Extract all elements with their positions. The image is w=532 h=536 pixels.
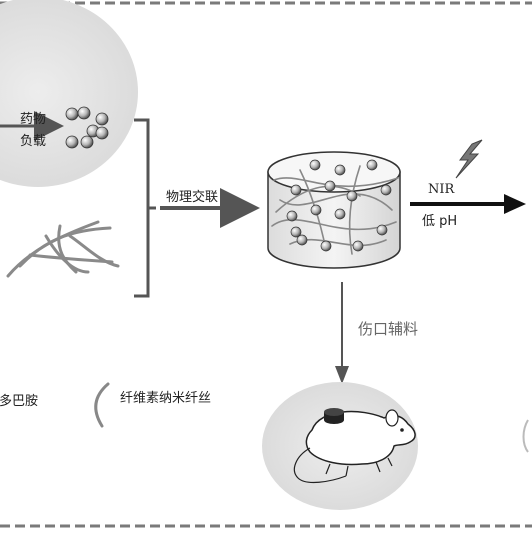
drug-loading-blob — [0, 0, 138, 187]
cellulose-legend-fiber-icon — [94, 382, 110, 428]
drug-loading-label-line2: 负载 — [20, 134, 47, 149]
cellulose-legend-label: 纤维素纳米纤丝 — [120, 391, 212, 406]
nir-label: NIR — [428, 182, 455, 197]
wound-dressing-label: 伤口辅料 — [358, 320, 419, 338]
low-ph-label: 低 pH — [422, 214, 458, 229]
drug-particles — [65, 106, 109, 149]
mouse-illustration — [293, 408, 416, 484]
release-arrow-head — [504, 194, 526, 214]
dressing-arrow-head — [335, 366, 349, 384]
hydrogel-cylinder — [267, 151, 401, 269]
physical-crosslink-label: 物理交联 — [166, 190, 219, 205]
nanofiber-tangle — [6, 220, 120, 278]
polydopamine-legend-label: 聚多巴胺 — [0, 394, 39, 409]
merge-bracket — [134, 118, 150, 298]
lightning-icon — [455, 139, 483, 179]
drug-loading-label-line1: 药物 — [20, 112, 47, 127]
right-edge-partial-shape — [522, 419, 529, 453]
